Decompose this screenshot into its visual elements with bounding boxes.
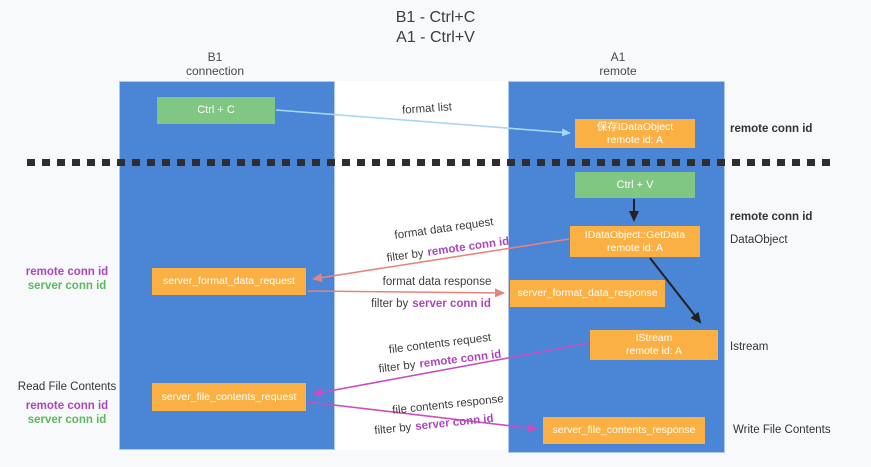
format-data-response-label: format data response — [382, 276, 492, 288]
istream-box: IStream remote id: A — [590, 330, 718, 360]
title-line-a1: A1 - Ctrl+V — [396, 29, 475, 46]
server-file-contents-response-box: server_file_contents_response — [543, 417, 705, 444]
ctrl-c-label: Ctrl + C — [197, 104, 235, 116]
server-format-data-response-label: server_format_data_response — [517, 287, 658, 299]
session-divider-dashed-line — [27, 159, 833, 166]
diagram-title: B1 - Ctrl+C A1 - Ctrl+V — [0, 8, 871, 48]
server-format-data-response-box: server_format_data_response — [510, 280, 665, 307]
ctrl-v-label: Ctrl + V — [616, 178, 654, 191]
server-file-contents-response-label: server_file_contents_response — [552, 424, 696, 436]
column-header-b1-role: connection — [185, 64, 245, 78]
idataobject-getdata-box: IDataObject::GetData remote id: A — [570, 226, 700, 257]
istream-line1: IStream — [635, 332, 673, 344]
right-remote-conn-id-1: remote conn id — [730, 123, 813, 135]
ctrl-v-box: Ctrl + V — [575, 172, 695, 198]
left-conn-id-stack-2: remote conn id server conn id — [0, 400, 134, 427]
server-file-contents-request-label: server_file_contents_request — [161, 390, 297, 403]
column-header-a1-role: remote — [599, 64, 637, 78]
getdata-line2: remote id: A — [606, 241, 664, 254]
title-line-b1: B1 - Ctrl+C — [395, 9, 476, 26]
right-dataobject-label: DataObject — [730, 234, 788, 246]
istream-line2: remote id: A — [625, 345, 683, 357]
left-server-conn-id-2: server conn id — [27, 413, 107, 426]
right-remote-conn-id-2: remote conn id — [730, 211, 813, 223]
left-server-conn-id-1: server conn id — [27, 279, 107, 292]
filter-by-text: filter by — [371, 298, 409, 310]
right-istream-label: Istream — [730, 341, 769, 353]
right-write-file-contents-label: Write File Contents — [733, 424, 831, 436]
server-conn-id-text: server conn id — [412, 298, 491, 310]
left-remote-conn-id-1: remote conn id — [25, 266, 109, 278]
save-idataobject-line1: 保存IDataObject — [596, 120, 674, 133]
column-header-b1-name: B1 — [207, 50, 223, 64]
left-remote-conn-id-2: remote conn id — [25, 400, 109, 412]
ctrl-c-box: Ctrl + C — [157, 97, 275, 124]
getdata-line1: IDataObject::GetData — [584, 228, 686, 241]
server-file-contents-request-box: server_file_contents_request — [152, 383, 306, 411]
save-idataobject-line2: remote id: A — [606, 133, 664, 146]
server-format-data-request-label: server_format_data_request — [163, 275, 295, 287]
column-header-a1: A1 remote — [548, 50, 688, 78]
column-header-a1-name: A1 — [610, 50, 626, 64]
server-format-data-request-box: server_format_data_request — [152, 268, 306, 295]
read-file-contents-text: Read File Contents — [17, 381, 117, 393]
column-header-b1: B1 connection — [145, 50, 285, 78]
save-idataobject-box: 保存IDataObject remote id: A — [575, 119, 695, 148]
left-read-file-contents-label: Read File Contents — [0, 381, 134, 395]
left-conn-id-stack-1: remote conn id server conn id — [0, 266, 134, 293]
